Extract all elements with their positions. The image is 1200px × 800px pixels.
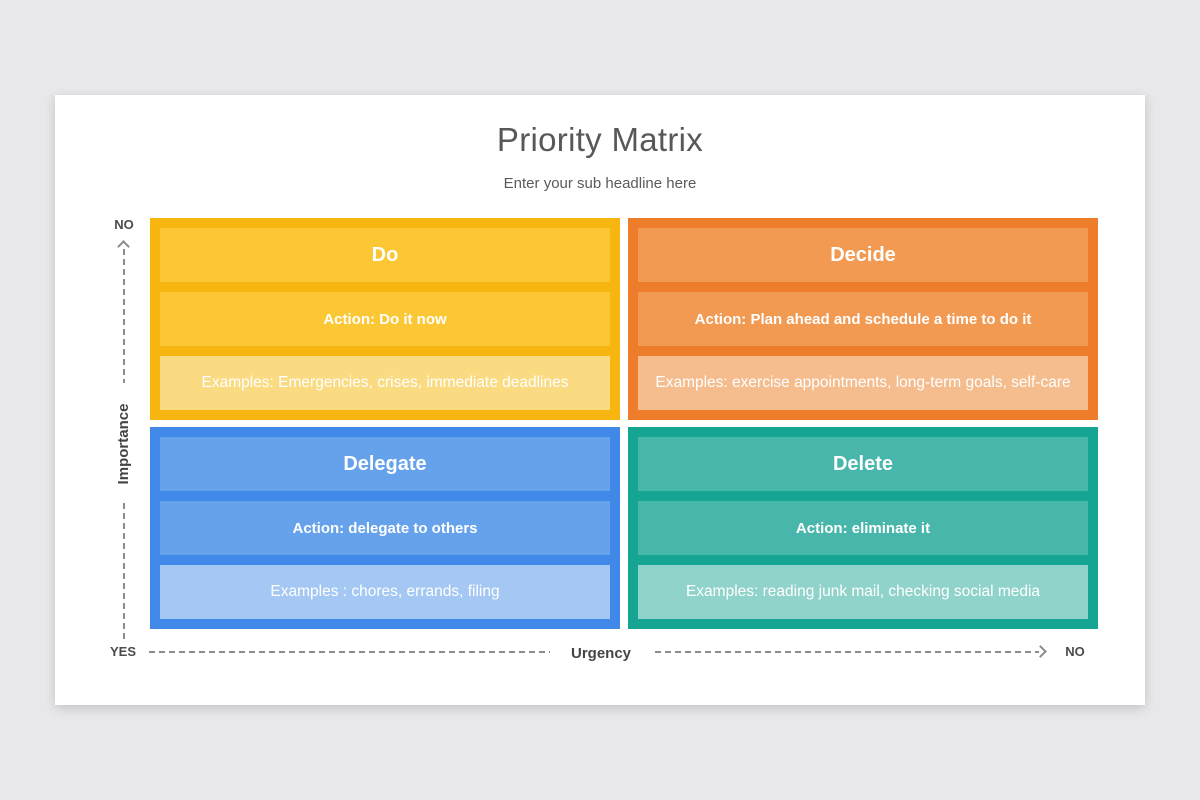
quadrant-delete: Delete Action: eliminate it Examples: re… bbox=[628, 427, 1098, 629]
urgency-axis-dash-right bbox=[655, 651, 1039, 653]
quadrant-delete-title: Delete bbox=[638, 437, 1088, 491]
quadrant-do-title: Do bbox=[160, 228, 610, 282]
urgency-axis-title: Urgency bbox=[570, 645, 632, 662]
importance-axis-top-label: NO bbox=[114, 217, 134, 232]
quadrant-delegate-action: Action: delegate to others bbox=[160, 501, 610, 555]
importance-axis-bottom-label: YES bbox=[109, 644, 136, 659]
quadrant-delegate-title: Delegate bbox=[160, 437, 610, 491]
importance-axis-dash-upper bbox=[123, 249, 125, 383]
quadrant-delete-action: Action: eliminate it bbox=[638, 501, 1088, 555]
page-title: Priority Matrix bbox=[496, 121, 704, 158]
quadrant-do-examples: Examples: Emergencies, crises, immediate… bbox=[160, 356, 610, 410]
quadrant-delegate: Delegate Action: delegate to others Exam… bbox=[150, 427, 620, 629]
quadrant-decide-action: Action: Plan ahead and schedule a time t… bbox=[638, 292, 1088, 346]
quadrant-do-action: Action: Do it now bbox=[160, 292, 610, 346]
quadrant-decide: Decide Action: Plan ahead and schedule a… bbox=[628, 218, 1098, 420]
quadrant-delegate-examples: Examples : chores, errands, filing bbox=[160, 565, 610, 619]
urgency-axis-right-label: NO bbox=[1065, 644, 1085, 659]
importance-axis-dash-lower bbox=[123, 503, 125, 639]
urgency-axis-dash-left bbox=[149, 651, 550, 653]
quadrant-decide-examples: Examples: exercise appointments, long-te… bbox=[638, 356, 1088, 410]
quadrant-decide-title: Decide bbox=[638, 228, 1088, 282]
arrow-right-icon bbox=[1034, 645, 1047, 658]
quadrant-do: Do Action: Do it now Examples: Emergenci… bbox=[150, 218, 620, 420]
quadrant-delete-examples: Examples: reading junk mail, checking so… bbox=[638, 565, 1088, 619]
page-subtitle: Enter your sub headline here bbox=[503, 175, 697, 192]
slide-card: Priority Matrix Enter your sub headline … bbox=[55, 95, 1145, 705]
